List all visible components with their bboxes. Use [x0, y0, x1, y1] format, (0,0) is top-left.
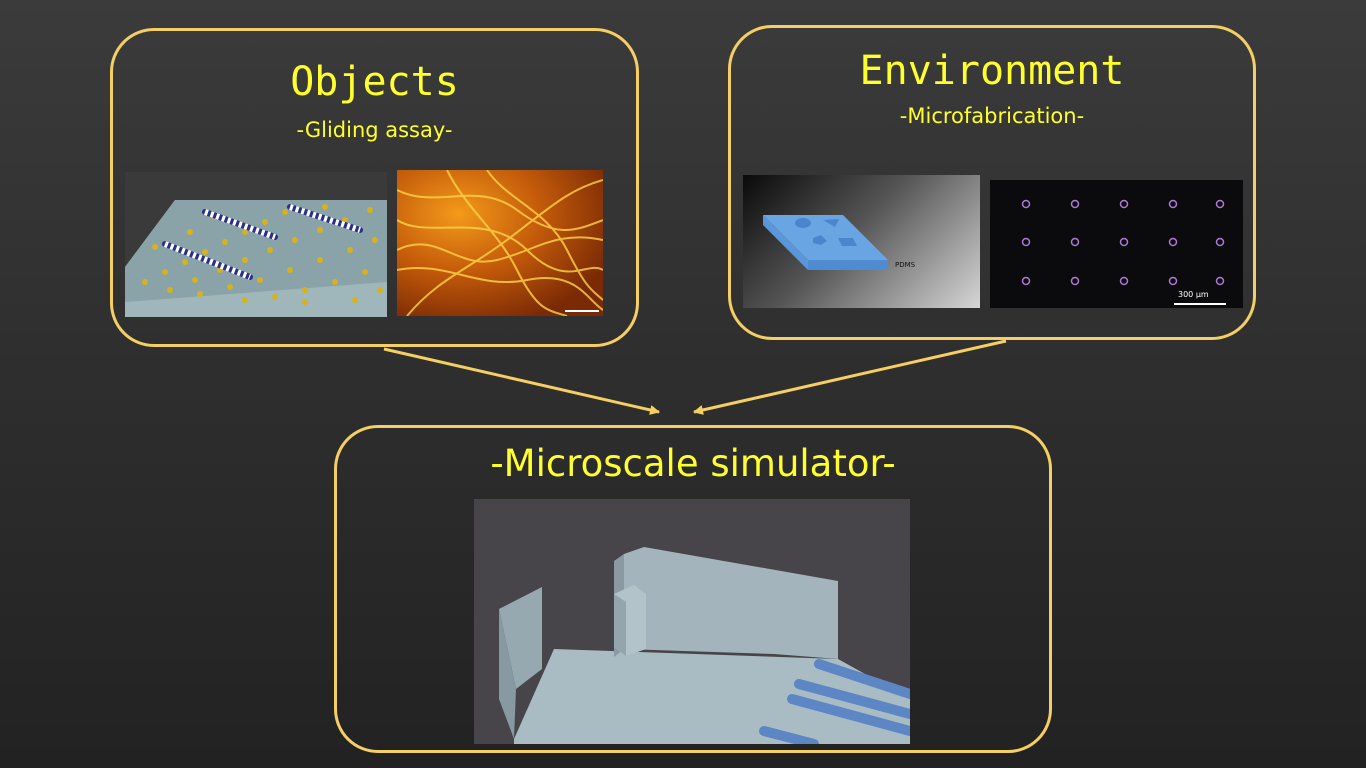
- objects-title: Objects: [290, 59, 459, 105]
- arrow-environment-to-simulator: [693, 339, 1007, 415]
- pdms-label: PDMS: [895, 261, 916, 269]
- objects-subtitle: -Gliding assay-: [296, 118, 453, 142]
- simulator-render-image: [474, 499, 910, 744]
- environment-subtitle: -Microfabrication-: [899, 104, 1085, 128]
- pdms-chip-image: PDMS: [743, 175, 980, 308]
- environment-title: Environment: [859, 48, 1125, 94]
- environment-panel: Environment -Microfabrication- PDMS 300 …: [728, 25, 1256, 340]
- micropattern-microscopy-image: 300 μm: [990, 180, 1243, 308]
- simulator-title: -Microscale simulator-: [490, 442, 896, 485]
- objects-panel: Objects -Gliding assay-: [110, 28, 639, 347]
- gliding-assay-3d-image: [125, 172, 387, 317]
- fluorescence-microscopy-image: [397, 170, 603, 316]
- scale-bar-label: 300 μm: [1178, 290, 1209, 299]
- arrow-objects-to-simulator: [383, 347, 660, 415]
- simulator-panel: -Microscale simulator-: [334, 425, 1052, 753]
